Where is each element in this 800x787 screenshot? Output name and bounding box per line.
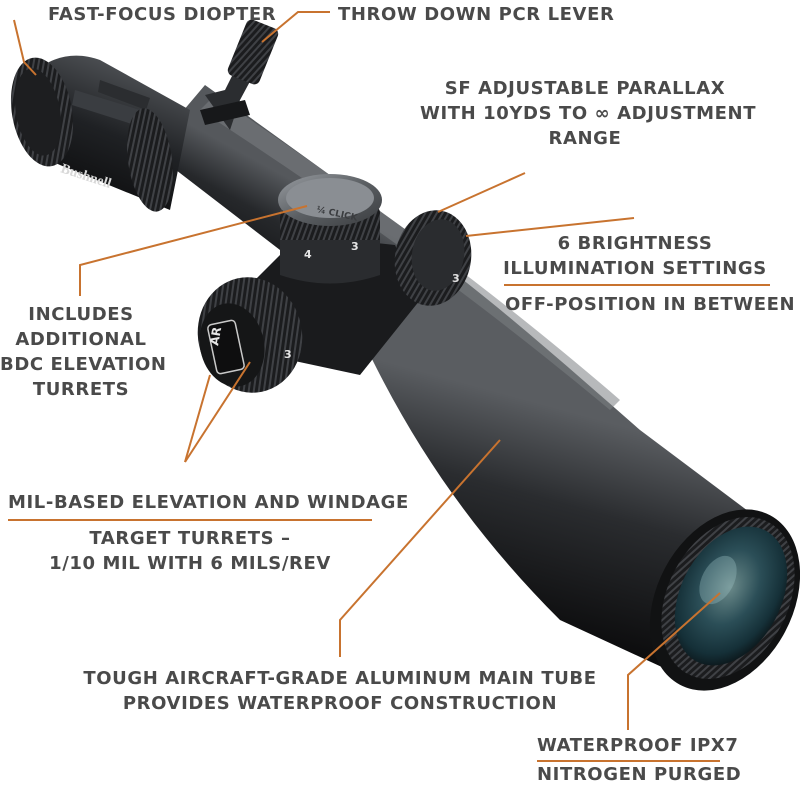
leader-diopter	[13, 19, 37, 76]
tube-line-1: TOUGH AIRCRAFT-GRADE ALUMINUM MAIN TUBE	[83, 668, 597, 689]
bdc-line-4: TURRETS	[32, 379, 130, 400]
parallax-line-2: WITH 10YDS TO ∞ ADJUSTMENT	[420, 103, 757, 124]
callout-diopter: FAST-FOCUS DIOPTER	[48, 4, 277, 25]
leader-waterproof	[627, 592, 721, 730]
callout-brightness-sub: OFF-POSITION IN BETWEEN	[505, 294, 796, 315]
tube-line-2: PROVIDES WATERPROOF CONSTRUCTION	[122, 693, 558, 714]
parallax-line-1: SF ADJUSTABLE PARALLAX	[444, 78, 726, 99]
illum-number: 3	[452, 272, 460, 285]
callout-turrets: MIL-BASED ELEVATION AND WINDAGE	[8, 492, 409, 513]
callout-bdc: INCLUDES ADDITIONAL BDC ELEVATION TURRET…	[0, 302, 167, 402]
leader-pcr	[261, 11, 330, 43]
callout-parallax: SF ADJUSTABLE PARALLAX WITH 10YDS TO ∞ A…	[420, 76, 757, 151]
turrets-divider	[8, 519, 372, 521]
elev-number-4: 4	[304, 248, 312, 261]
leader-brightness	[465, 217, 635, 237]
leader-bdc	[79, 205, 308, 296]
waterproof-divider	[537, 760, 720, 762]
leader-turret-a	[184, 374, 211, 463]
turrets-sub-line-2: 1/10 MIL WITH 6 MILS/REV	[49, 553, 331, 574]
objective-lens	[649, 509, 800, 691]
pcr-lever	[200, 19, 279, 130]
bdc-line-1: INCLUDES	[28, 304, 134, 325]
eyepiece: Bushnell	[10, 55, 190, 212]
leader-tube	[339, 439, 501, 657]
windage-turret: AR 3	[197, 277, 303, 393]
callout-waterproof: WATERPROOF IPX7	[537, 735, 739, 756]
callout-brightness: 6 BRIGHTNESS ILLUMINATION SETTINGS	[500, 231, 770, 281]
brightness-line-1: 6 BRIGHTNESS	[557, 233, 713, 254]
callout-pcr-lever: THROW DOWN PCR LEVER	[338, 4, 615, 25]
wind-number: 3	[284, 348, 292, 361]
brightness-divider	[504, 284, 770, 286]
callout-turrets-sub: TARGET TURRETS – 1/10 MIL WITH 6 MILS/RE…	[8, 526, 372, 576]
leader-turret-b	[184, 361, 251, 463]
callout-waterproof-sub: NITROGEN PURGED	[537, 764, 742, 785]
elevation-turret: ¼ CLICK 4 3	[278, 174, 382, 284]
leader-lines	[13, 11, 721, 730]
leader-parallax	[437, 172, 526, 213]
bdc-line-2: ADDITIONAL	[15, 329, 147, 350]
ar-badge: AR	[207, 326, 224, 347]
bdc-line-3: BDC ELEVATION	[0, 354, 167, 375]
objective-bell	[345, 230, 760, 680]
callout-tube: TOUGH AIRCRAFT-GRADE ALUMINUM MAIN TUBE …	[60, 666, 620, 716]
parallax-line-3: RANGE	[548, 128, 622, 149]
illumination-knob: 3	[394, 210, 472, 306]
turrets-sub-line-1: TARGET TURRETS –	[89, 528, 291, 549]
elev-number-3: 3	[351, 240, 359, 253]
brightness-line-2: ILLUMINATION SETTINGS	[503, 258, 767, 279]
